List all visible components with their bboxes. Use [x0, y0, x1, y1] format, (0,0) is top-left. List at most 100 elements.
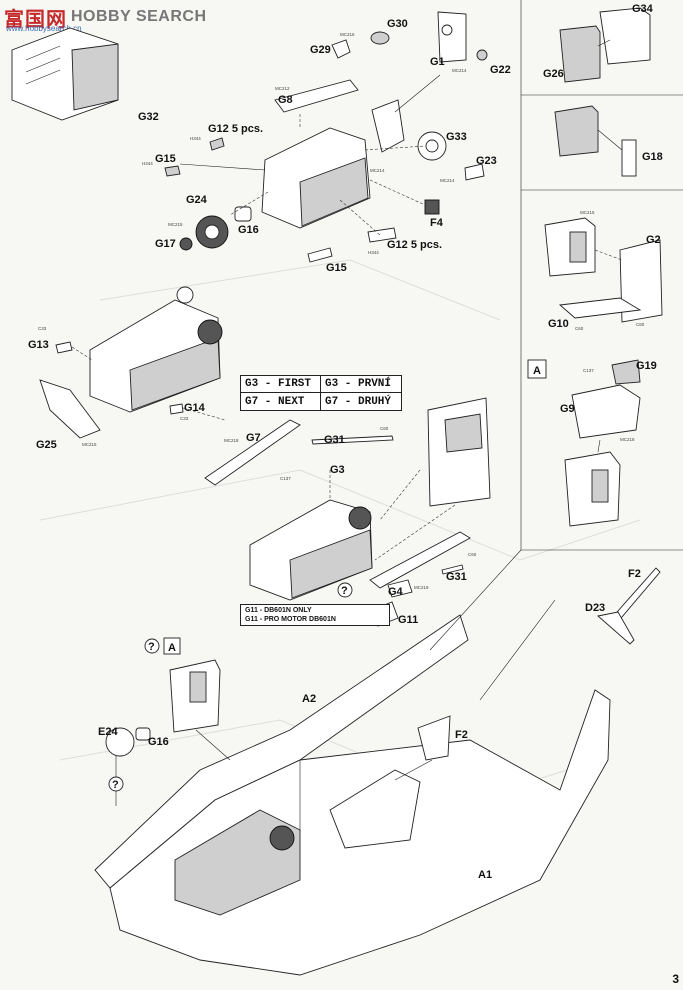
paint-c60-a: C60: [380, 426, 389, 431]
label-g16-bottom: G16: [148, 736, 169, 748]
label-g15-top: G15: [155, 153, 176, 165]
part-armor-plate: [599, 7, 651, 65]
part-shield: [371, 99, 405, 153]
part-spinner-e24: [105, 727, 135, 757]
paint-mc215-b: MC215: [82, 442, 97, 447]
label-g4: G4: [388, 586, 404, 598]
label-g16-top: G16: [238, 224, 259, 236]
note-line-1: G11 - DB601N ONLY: [245, 607, 312, 614]
part-cockpit-insert: [329, 769, 421, 849]
legend-g7-druhy: G7 - DRUHÝ: [325, 395, 392, 408]
engine-assembly-step: [39, 286, 226, 439]
paint-c60-d: C60: [636, 322, 645, 327]
label-g34: G34: [632, 3, 654, 15]
paint-mc218-a: MC218: [224, 438, 239, 443]
page-number: 3: [672, 972, 679, 986]
label-g10: G10: [548, 318, 569, 330]
marker-a-detail: A: [168, 642, 176, 654]
part-mount-g7: [204, 419, 301, 486]
paint-mc215-a: MC215: [168, 222, 183, 227]
label-g11: G11: [398, 614, 418, 626]
marker-question-2: ?: [341, 585, 348, 597]
label-f2-top: F2: [628, 568, 641, 580]
note-line-2: G11 - PRO MOTOR DB601N: [245, 616, 336, 623]
engine-mount-step: [204, 397, 491, 627]
paint-mc218-b: MC218: [620, 437, 635, 442]
label-g31-top: G31: [324, 434, 345, 446]
label-g26: G26: [543, 68, 564, 80]
legend-g3-prvni: G3 - PRVNÍ: [321, 376, 401, 393]
paint-h344-a: H344: [190, 136, 201, 141]
label-g12-top: G12 5 pcs.: [208, 123, 263, 135]
part-mount-g3: [369, 531, 471, 589]
paint-c60-c: C60: [575, 326, 584, 331]
watermark: 富国网 HOBBY SEARCH: [4, 4, 207, 31]
label-g3: G3: [330, 464, 345, 476]
paint-mc214-c: MC214: [440, 178, 455, 183]
label-g24: G24: [186, 194, 208, 206]
engine-exploded: [11, 11, 488, 263]
label-g31-bottom: G31: [446, 571, 467, 583]
part-firewall: [427, 397, 491, 507]
label-g33: G33: [446, 131, 467, 143]
paint-c60-b: C60: [468, 552, 477, 557]
marker-question-3: ?: [112, 779, 119, 791]
variant-note: G11 - DB601N ONLY G11 - PRO MOTOR DB601N: [240, 604, 390, 626]
paint-c137-b: C137: [583, 368, 594, 373]
marker-a-panel: A: [533, 365, 541, 377]
watermark-site: www.hobbysearch.cn: [6, 24, 82, 33]
detail-panel: [520, 0, 683, 645]
part-seat-back: [554, 105, 599, 157]
label-g1: G1: [430, 56, 445, 68]
paint-mc219: MC219: [414, 585, 429, 590]
paint-h344-b: H344: [142, 161, 153, 166]
label-g8: G8: [278, 94, 293, 106]
legend-g7-next: G7 - NEXT: [241, 393, 321, 410]
label-g23: G23: [476, 155, 497, 167]
label-e24: E24: [98, 726, 118, 738]
part-callouts: G34 G26 G18 G2 G10 G19 G9 F2 D23 G30 G29…: [28, 3, 663, 881]
paint-mc215-c: MC215: [580, 210, 595, 215]
part-seat-frame: [619, 239, 663, 323]
label-f2-bottom: F2: [455, 729, 468, 741]
label-g12-bottom: G12 5 pcs.: [387, 239, 442, 251]
part-cover-g8: [274, 79, 359, 113]
label-a1: A1: [478, 869, 492, 881]
paint-mc212: MC212: [275, 86, 290, 91]
part-cockpit-assembled: [571, 384, 641, 439]
sequence-legend: G3 - FIRST G3 - PRVNÍ G7 - NEXT G7 - DRU…: [240, 375, 402, 411]
legend-g3-first: G3 - FIRST: [241, 376, 321, 393]
label-f4: F4: [430, 217, 444, 229]
paint-c137-a: C137: [280, 476, 291, 481]
label-g15-bottom: G15: [326, 262, 347, 274]
paint-h344-c: H344: [368, 250, 379, 255]
label-g30: G30: [387, 18, 408, 30]
label-g25: G25: [36, 439, 57, 451]
paint-mc216: MC216: [340, 32, 355, 37]
label-g13: G13: [28, 339, 49, 351]
watermark-en: HOBBY SEARCH: [71, 8, 207, 25]
label-g14: G14: [184, 402, 206, 414]
paint-codes: MC216 MC212 MC214 MC214 MC214 H344 H344 …: [38, 32, 645, 590]
marker-question-1: ?: [148, 641, 155, 653]
paint-c33-a: C33: [38, 326, 47, 331]
part-rod-d23: [597, 611, 635, 645]
paint-mc214-b: MC214: [370, 168, 385, 173]
fuselage-step: [94, 549, 611, 976]
label-g18: G18: [642, 151, 663, 163]
label-g2: G2: [646, 234, 661, 246]
part-bracket-g1: [437, 11, 467, 63]
paint-c33-b: C33: [180, 416, 189, 421]
label-d23: D23: [585, 602, 605, 614]
markers: A A ? ? ?: [108, 365, 541, 792]
watermark-cn: 富国网: [4, 8, 67, 31]
part-fin-f2: [417, 715, 451, 761]
label-g29: G29: [310, 44, 331, 56]
paint-mc214-a: MC214: [452, 68, 467, 73]
label-g19: G19: [636, 360, 657, 372]
label-g17: G17: [155, 238, 176, 250]
label-g7: G7: [246, 432, 261, 444]
label-g22: G22: [490, 64, 511, 76]
label-a2: A2: [302, 693, 316, 705]
